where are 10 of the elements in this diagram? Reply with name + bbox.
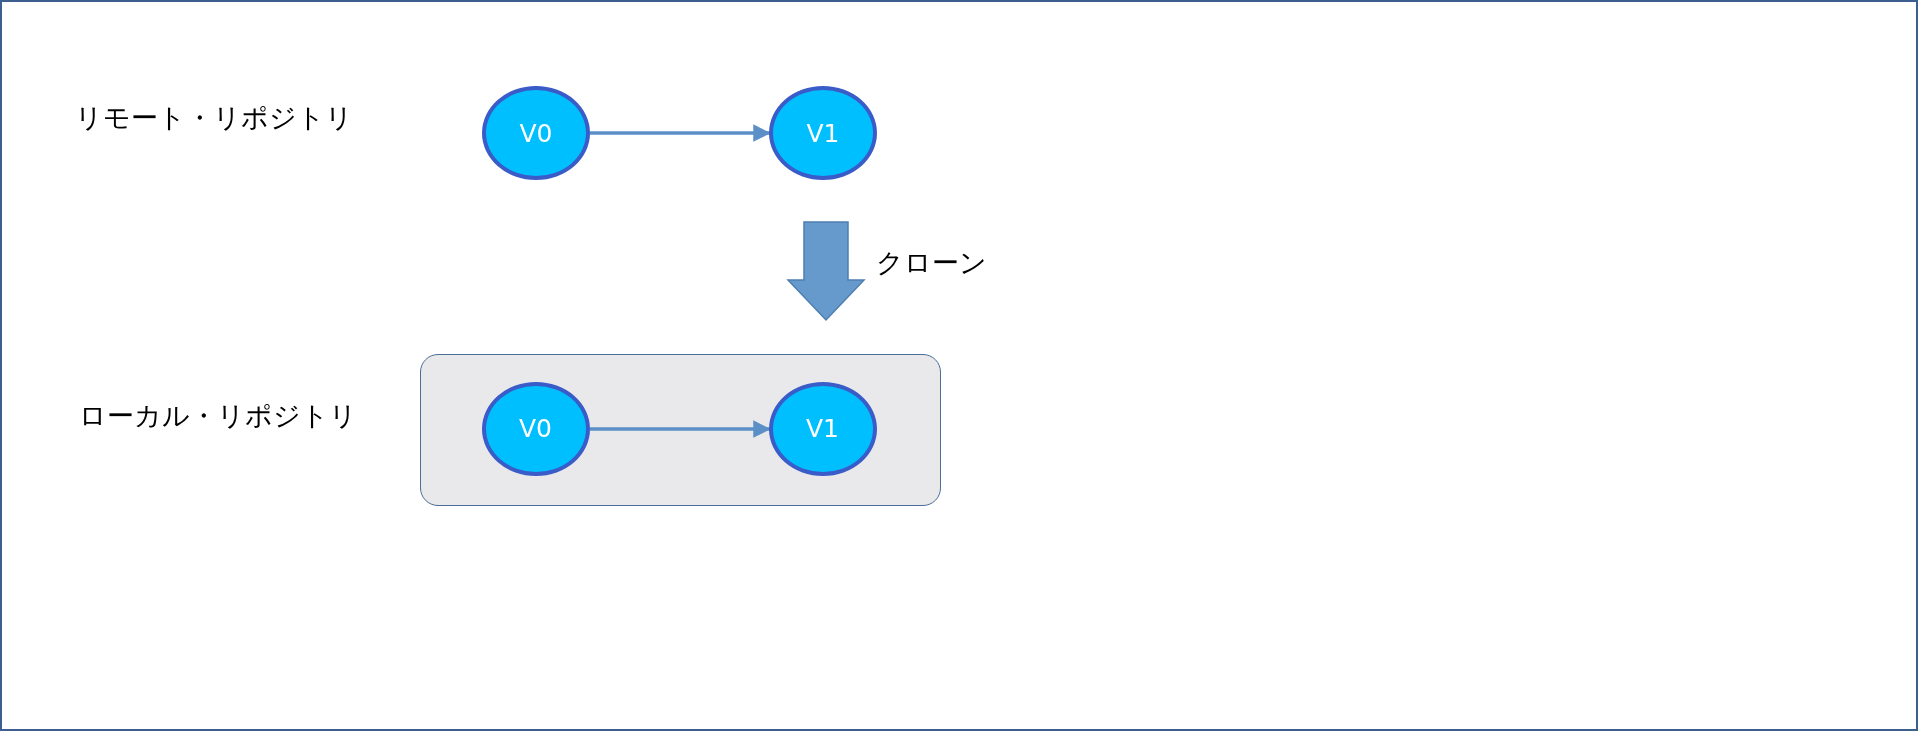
node-label: V1	[806, 118, 840, 148]
node-label: V0	[519, 414, 552, 443]
node-label: V1	[806, 414, 839, 443]
row-label: リモート・リポジトリ	[75, 102, 353, 135]
arrow	[590, 124, 771, 142]
node-label: V0	[519, 118, 553, 148]
edge-label: クローン	[876, 247, 987, 280]
block-arrow	[786, 221, 866, 322]
row-label: ローカル・リポジトリ	[79, 400, 357, 433]
repository-box	[420, 354, 941, 506]
